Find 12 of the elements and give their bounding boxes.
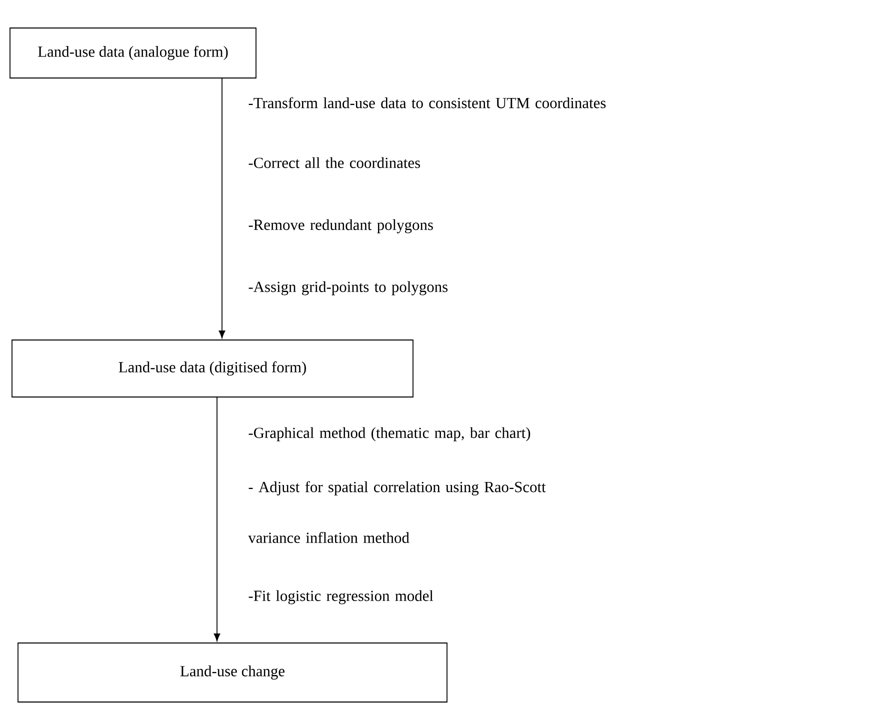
step-note: -Fit logistic regression model bbox=[248, 590, 434, 604]
process-box: Land-use data (digitised form) bbox=[12, 340, 414, 398]
step-note: -Remove redundant polygons bbox=[248, 219, 433, 234]
arrow bbox=[218, 78, 226, 338]
step-note: -Assign grid-points to polygons bbox=[248, 281, 448, 296]
step-note: -Graphical method (thematic map, bar chart) bbox=[248, 427, 530, 442]
process-box: Land-use data (analogue form) bbox=[10, 28, 256, 78]
step-note: - Adjust for spatial correlation using Rao-Scott variance inflation method bbox=[248, 481, 546, 544]
step-note: -Transform land-use data to consistent UTM coordinates bbox=[248, 97, 606, 108]
process-box: Land-use change bbox=[18, 642, 448, 702]
arrow bbox=[214, 397, 220, 642]
step-note: -Correct all the coordinates bbox=[248, 157, 420, 168]
